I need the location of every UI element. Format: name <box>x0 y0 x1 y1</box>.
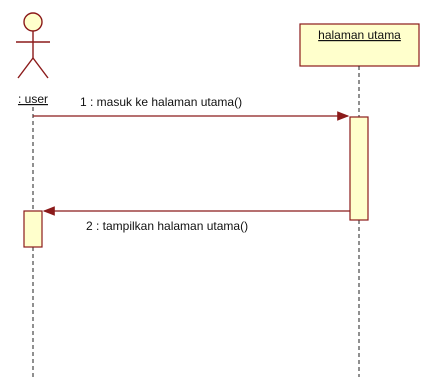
actor-activation-bar <box>23 210 43 248</box>
message-2-label: 2 : tampilkan halaman utama() <box>86 219 248 233</box>
message-1: 1 : masuk ke halaman utama() <box>33 95 350 121</box>
object-halaman-utama: halaman utama <box>299 23 420 67</box>
message-1-label: 1 : masuk ke halaman utama() <box>80 95 242 109</box>
stick-figure-icon <box>16 12 50 79</box>
actor-user: : user <box>16 12 50 106</box>
object-box <box>299 23 420 67</box>
actor-label: : user <box>18 92 48 106</box>
object-label: halaman utama <box>318 28 401 42</box>
object-activation-bar <box>349 116 369 221</box>
message-2: 2 : tampilkan halaman utama() <box>42 206 350 233</box>
